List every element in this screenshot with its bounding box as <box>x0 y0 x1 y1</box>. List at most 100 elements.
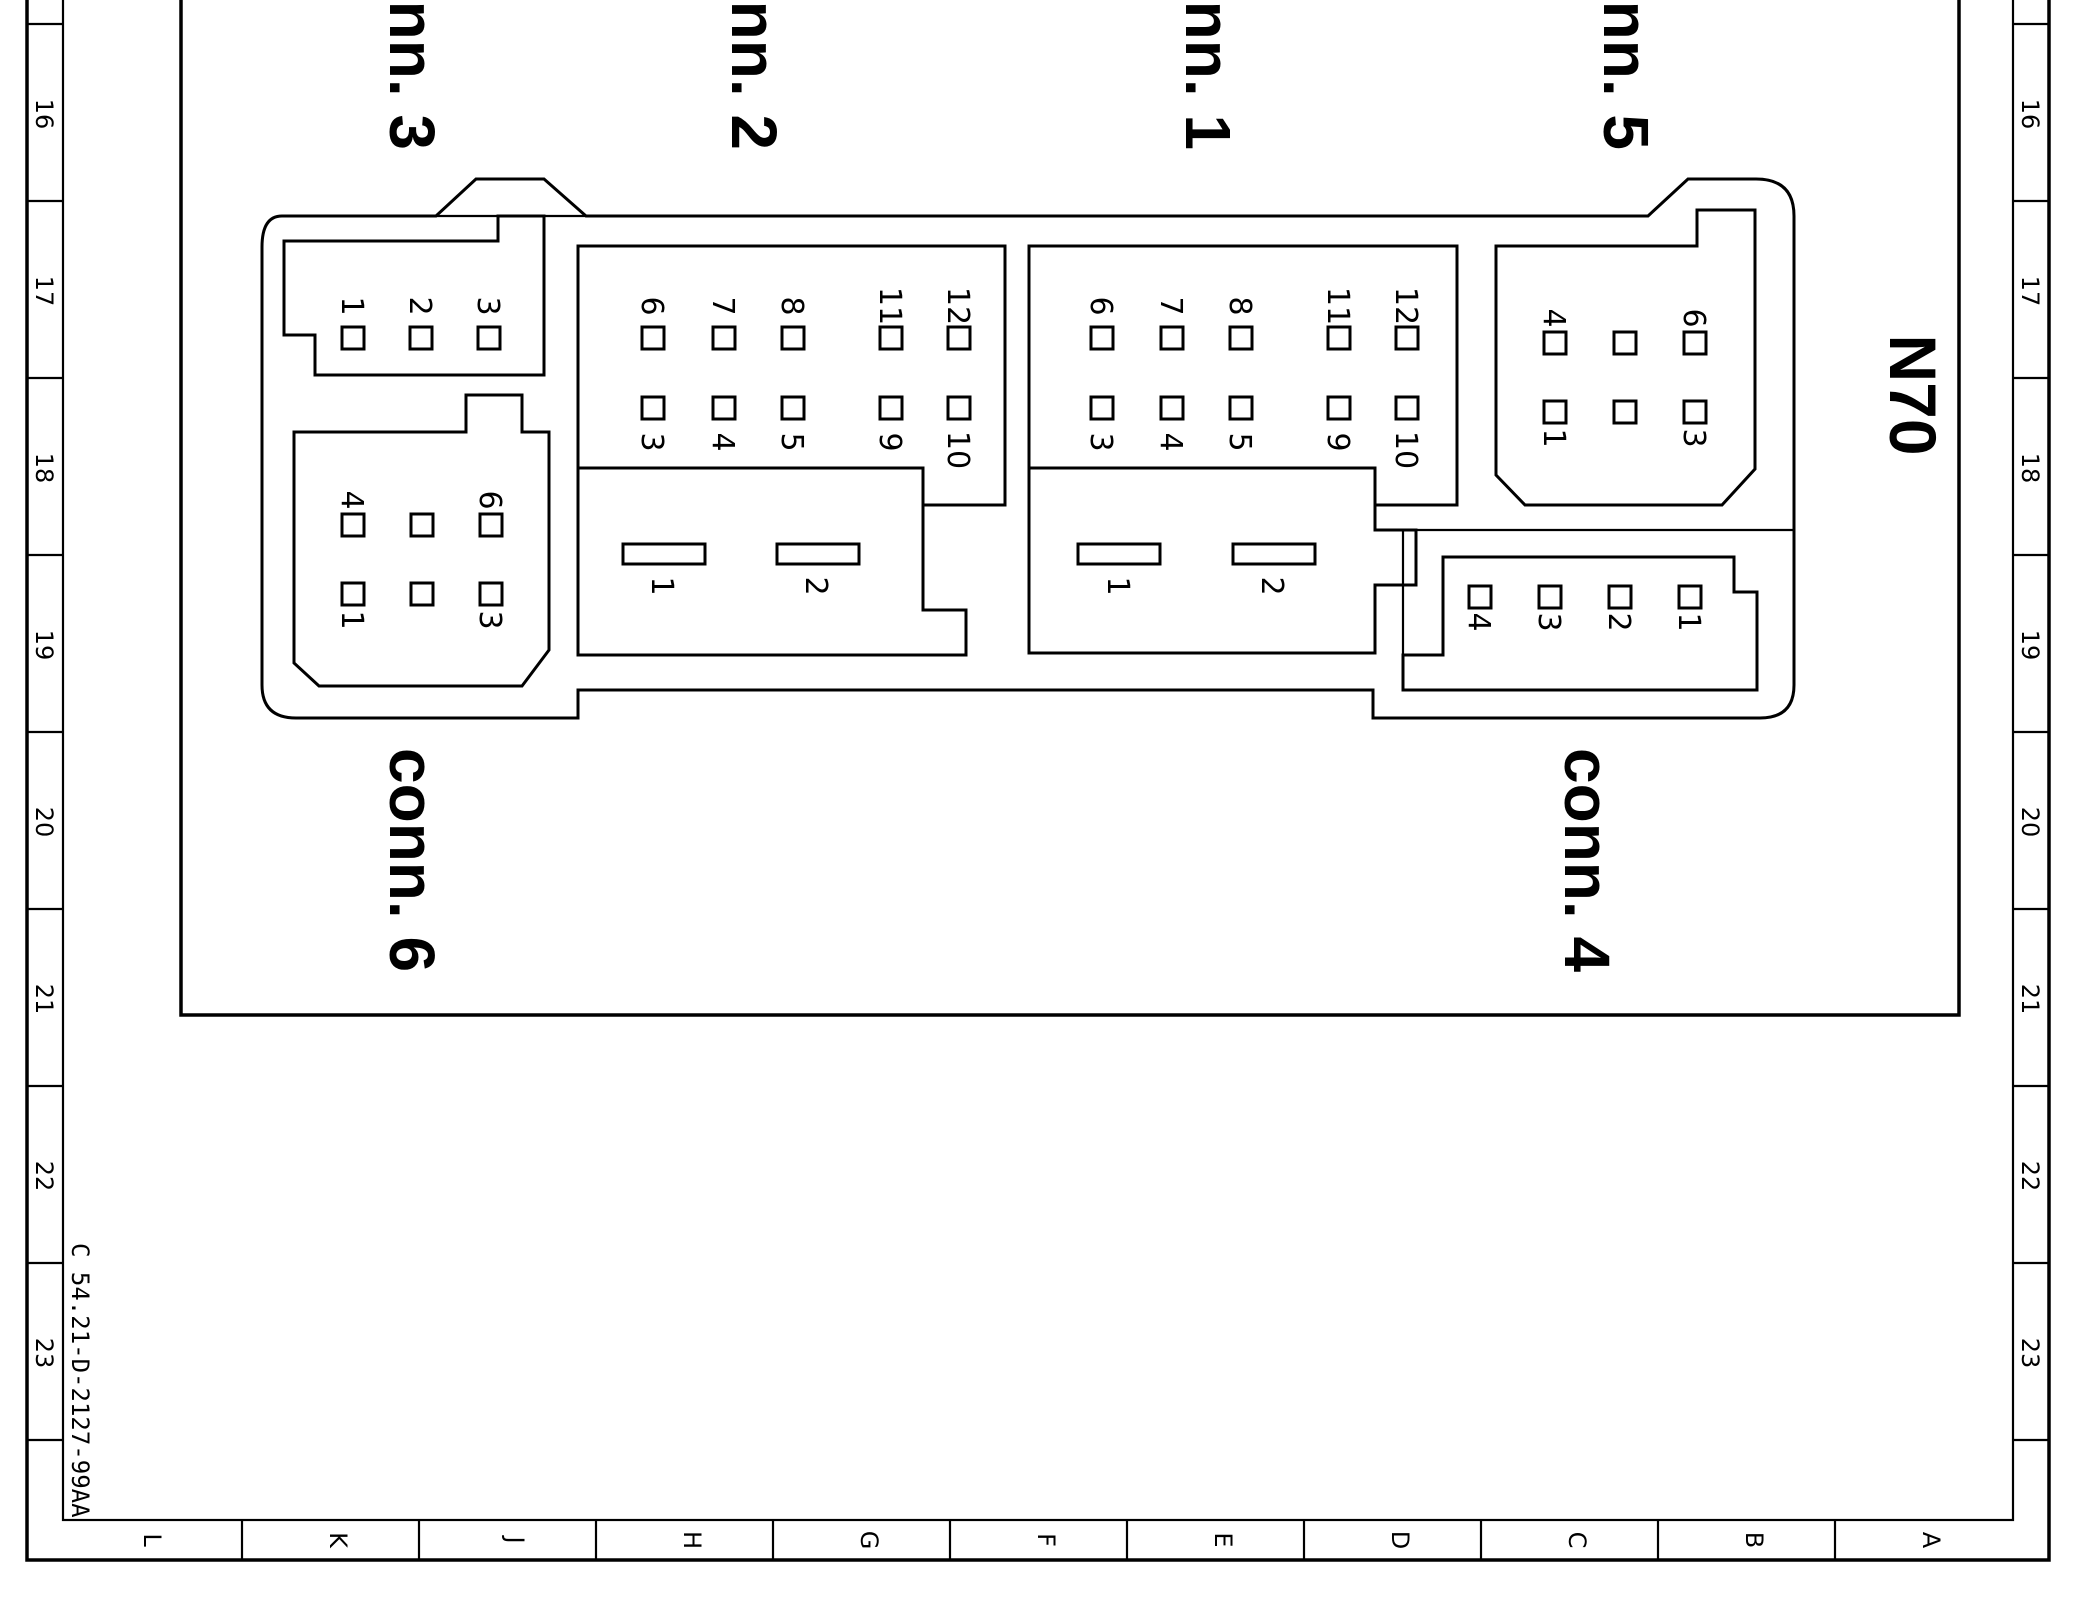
pin-number: 1 <box>334 296 369 315</box>
pin-number: 7 <box>705 296 740 315</box>
pin-terminal <box>478 512 504 538</box>
pin-terminal <box>1537 584 1563 610</box>
row-label-22: 22 <box>30 1161 58 1192</box>
pin-terminal <box>1159 395 1185 421</box>
pin-number: 8 <box>774 296 809 315</box>
col-label-C: C <box>1563 1532 1591 1549</box>
pin-number: 6 <box>1676 308 1711 327</box>
row-label-17: 17 <box>2016 276 2044 307</box>
pin-number: 5 <box>1222 432 1257 451</box>
conn4-label: conn. 4 <box>1551 748 1623 972</box>
pin-number: 3 <box>634 432 669 451</box>
pin-number: 11 <box>872 287 907 325</box>
pin-terminal <box>1467 584 1493 610</box>
conn4-pins <box>1467 584 1703 610</box>
col-label-B: B <box>1740 1532 1768 1548</box>
conn6-cavity <box>292 393 551 688</box>
pin-terminal <box>1228 325 1254 351</box>
conn3-pins <box>340 325 502 351</box>
conn5-pins <box>1542 330 1708 425</box>
pin-number: 6 <box>634 296 669 315</box>
pin-terminal <box>1394 325 1420 351</box>
conn4-pin-numbers: 4 3 2 1 <box>1461 612 1706 631</box>
conn2-pins <box>621 325 972 566</box>
pin-terminal <box>476 325 502 351</box>
pin-terminal <box>1682 399 1708 425</box>
conn2-pin-numbers: 6 7 8 11 12 3 4 5 9 10 1 2 <box>634 287 975 596</box>
pin-number: 1 <box>1536 428 1571 447</box>
pin-number: 7 <box>1153 296 1188 315</box>
row-label-20: 20 <box>30 807 58 838</box>
pin-number: 3 <box>1083 432 1118 451</box>
pin-terminal <box>1542 399 1568 425</box>
pin-terminal <box>711 395 737 421</box>
pin-terminal <box>340 325 366 351</box>
pin-number: 3 <box>470 296 505 315</box>
pin-number: 10 <box>1388 431 1423 469</box>
row-label-23: 23 <box>30 1338 58 1369</box>
row-label-21: 21 <box>2016 984 2044 1015</box>
row-label-17: 17 <box>30 276 58 307</box>
conn6-label: conn. 6 <box>376 748 448 972</box>
pin-terminal <box>780 325 806 351</box>
row-label-23: 23 <box>2016 1338 2044 1369</box>
pin-terminal <box>878 395 904 421</box>
pin-terminal <box>1677 584 1703 610</box>
pin-terminal <box>878 325 904 351</box>
conn6-pin-numbers: 4 6 1 3 <box>334 490 507 629</box>
pin-number: 10 <box>940 431 975 469</box>
pin-number: 4 <box>705 432 740 451</box>
col-label-A: A <box>1917 1532 1945 1549</box>
conn2-power-block <box>576 466 968 657</box>
pin-number: 11 <box>1320 287 1355 325</box>
pin-terminal <box>1394 395 1420 421</box>
conn2-label: conn. 2 <box>718 0 790 150</box>
pin-number: 1 <box>1100 576 1135 595</box>
col-label-F: F <box>1032 1533 1060 1547</box>
pin-number: 3 <box>1531 612 1566 631</box>
col-label-L: L <box>138 1533 166 1547</box>
pin-terminal <box>409 581 435 607</box>
pin-number: 4 <box>334 490 369 509</box>
conn6-pins <box>340 512 504 607</box>
conn5-pin-numbers: 4 6 1 3 <box>1536 308 1711 447</box>
conn1-label: conn. 1 <box>1172 0 1244 150</box>
right-row-labels: 16 17 18 19 20 21 22 23 <box>2016 99 2044 1369</box>
pin-terminal <box>1607 584 1633 610</box>
row-label-22: 22 <box>2016 1161 2044 1192</box>
pin-terminal <box>1089 325 1115 351</box>
pin-terminal <box>711 325 737 351</box>
pin-number: 3 <box>472 610 507 629</box>
row-label-19: 19 <box>30 630 58 661</box>
pin-number: 1 <box>334 610 369 629</box>
pin-number: 9 <box>1320 432 1355 451</box>
power-terminal <box>775 542 861 566</box>
pin-number: 4 <box>1536 308 1571 327</box>
pin-number: 5 <box>774 432 809 451</box>
power-terminal <box>1231 542 1317 566</box>
left-row-labels: 16 17 18 19 20 21 22 23 <box>30 99 58 1369</box>
conn5-cavity <box>1494 208 1757 507</box>
pin-terminal <box>478 581 504 607</box>
pin-number: 6 <box>472 490 507 509</box>
component-label: N70 <box>1876 334 1950 455</box>
col-label-G: G <box>855 1531 883 1550</box>
pin-terminal <box>640 325 666 351</box>
pin-terminal <box>340 581 366 607</box>
bottom-grid <box>240 1520 1837 1560</box>
pin-terminal <box>340 512 366 538</box>
row-label-19: 19 <box>2016 630 2044 661</box>
power-terminal <box>1076 542 1162 566</box>
col-label-H: H <box>678 1531 706 1549</box>
col-label-E: E <box>1209 1532 1237 1547</box>
pin-number: 12 <box>1388 287 1423 325</box>
col-label-J: J <box>501 1534 529 1543</box>
pin-number: 2 <box>402 296 437 315</box>
conn1-power-block <box>1027 466 1418 655</box>
pin-terminal <box>1682 330 1708 356</box>
row-label-20: 20 <box>2016 807 2044 838</box>
col-label-D: D <box>1386 1531 1414 1549</box>
pin-terminal <box>409 512 435 538</box>
pin-number: 2 <box>1254 576 1289 595</box>
